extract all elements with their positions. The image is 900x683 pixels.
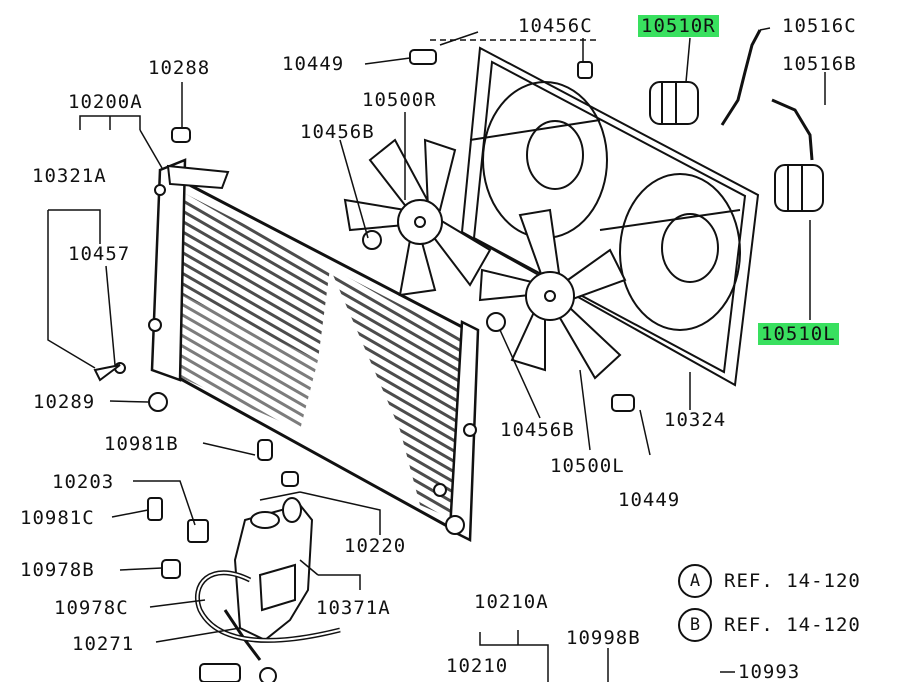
part-label: 10993: [738, 661, 801, 683]
part-label: 10456C: [518, 15, 593, 37]
leader-lines: [47, 27, 826, 682]
small-parts: [93, 49, 635, 682]
part-label: 10324: [664, 409, 727, 431]
part-label: 10203: [52, 471, 115, 493]
part-label: 10449: [618, 489, 681, 511]
part-label: 10220: [344, 535, 407, 557]
part-label: 10500L: [550, 455, 625, 477]
part-label: 10516C: [782, 15, 857, 37]
part-label: 10516B: [782, 53, 857, 75]
cooling-fan-left: [478, 208, 627, 380]
part-label: 10457: [68, 243, 131, 265]
ref-note-b: REF. 14-120: [724, 614, 861, 636]
part-label: 10449: [282, 53, 345, 75]
overflow-hose: [194, 570, 341, 643]
part-label: 10456B: [300, 121, 375, 143]
part-label: 10981B: [104, 433, 179, 455]
radiator-core: [148, 158, 480, 542]
ref-note-a: REF. 14-120: [724, 570, 861, 592]
part-label: 10978C: [54, 597, 129, 619]
part-label: 10321A: [32, 165, 107, 187]
part-label: 10510L: [758, 323, 839, 345]
ref-marker-a: A: [678, 564, 712, 598]
highlighted-part-label: 10510L: [758, 323, 839, 345]
fan-shroud: [460, 46, 760, 387]
part-label: 10456B: [500, 419, 575, 441]
part-label: 10210: [446, 655, 509, 677]
part-label: 10981C: [20, 507, 95, 529]
part-label: 10510R: [638, 15, 719, 37]
part-label: 10271: [72, 633, 135, 655]
part-label: 10371A: [316, 597, 391, 619]
fan-motor-right: [649, 81, 699, 125]
reserve-tank: [223, 497, 314, 661]
cooling-fan-right: [343, 138, 492, 297]
part-label: 10978B: [20, 559, 95, 581]
part-label: 10200A: [68, 91, 143, 113]
highlighted-part-label: 10510R: [638, 15, 719, 37]
part-label: 10210A: [474, 591, 549, 613]
part-label: 10288: [148, 57, 211, 79]
part-label: 10289: [33, 391, 96, 413]
part-label: 10500R: [362, 89, 437, 111]
fan-harness: [720, 29, 814, 161]
part-label: 10998B: [566, 627, 641, 649]
ref-marker-b: B: [678, 608, 712, 642]
fan-motor-left: [774, 164, 824, 212]
